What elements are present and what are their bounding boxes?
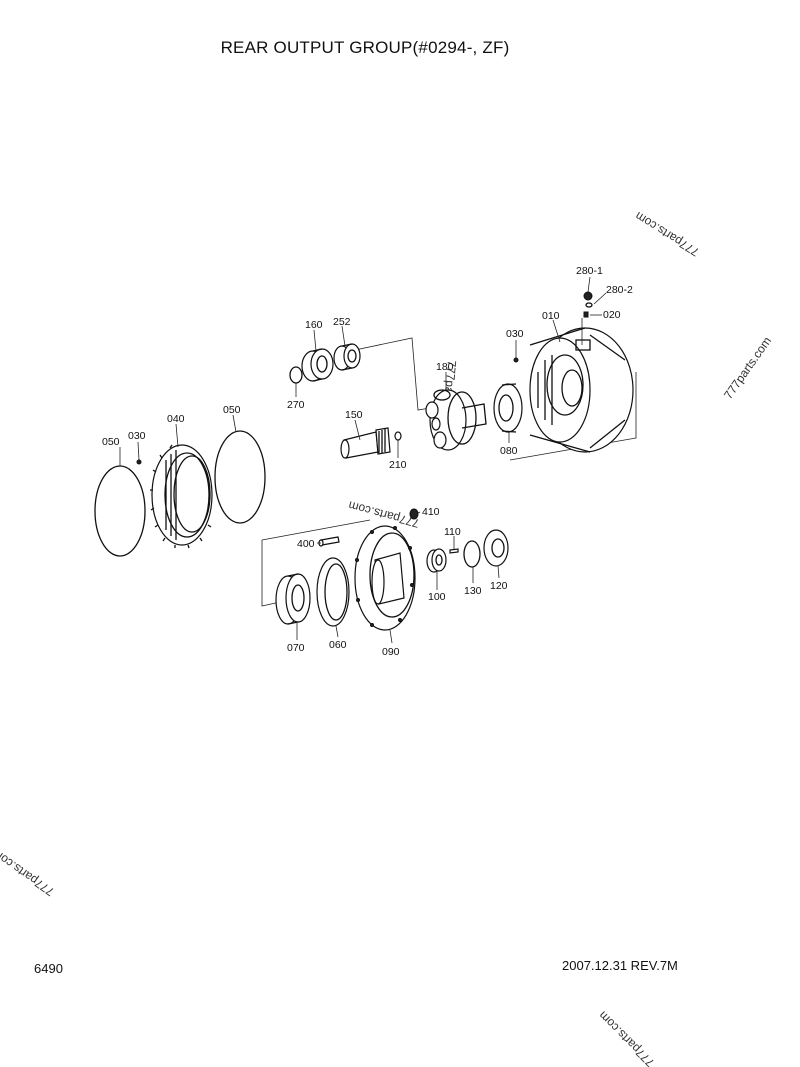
label-030-upper: 030: [506, 328, 524, 340]
label-252: 252: [333, 316, 351, 328]
revision-date: 2007.12.31 REV.7M: [562, 958, 678, 973]
watermark-top-right: 777parts.com: [633, 209, 702, 259]
label-410: 410: [422, 506, 440, 518]
label-020: 020: [603, 309, 621, 321]
label-060: 060: [329, 639, 347, 651]
label-010: 010: [542, 310, 560, 322]
bracket-line-upper: [354, 337, 431, 411]
part-120-seal: [483, 529, 509, 567]
leader-lines: [119, 276, 607, 644]
part-252-bushing: [333, 343, 361, 371]
label-080: 080: [500, 445, 518, 457]
label-050-right: 050: [223, 404, 241, 416]
label-070: 070: [287, 642, 305, 654]
part-030-dot-left: [136, 459, 142, 465]
part-020-vent: [581, 311, 589, 345]
label-210: 210: [389, 459, 407, 471]
part-270-snap-ring: [289, 366, 303, 384]
label-030-left: 030: [128, 430, 146, 442]
watermark-left: 777parts.com: [0, 846, 57, 899]
part-130-o-ring: [463, 540, 481, 568]
label-280-1: 280-1: [576, 265, 603, 277]
part-060-seal: [316, 557, 350, 627]
watermark-bottom: 777parts.com: [596, 1008, 657, 1067]
part-090-output-flange: [354, 525, 416, 631]
part-050-o-ring-left: [94, 465, 146, 557]
part-150-shaft: [340, 427, 391, 459]
part-110-pin: [449, 548, 459, 554]
watermark-right: 777parts.com: [721, 334, 774, 402]
page-code: 6490: [34, 961, 63, 976]
label-120: 120: [490, 580, 508, 592]
part-400-bolt: [318, 536, 340, 547]
axis-line-lower: [261, 519, 371, 541]
page-title: REAR OUTPUT GROUP(#0294-, ZF): [220, 38, 510, 57]
part-050-o-ring-right: [214, 430, 266, 524]
label-400: 400: [297, 538, 315, 550]
label-160: 160: [305, 319, 323, 331]
part-180-carrier: [425, 389, 487, 451]
part-410-nut: [409, 508, 419, 520]
part-160-bearing: [301, 348, 334, 382]
part-010-housing: [529, 327, 634, 453]
part-280-2-seal: [585, 302, 593, 308]
label-100: 100: [428, 591, 446, 603]
part-210-washer: [394, 431, 402, 441]
part-280-1-plug: [583, 291, 593, 301]
part-080-seal: [493, 383, 523, 433]
label-150: 150: [345, 409, 363, 421]
part-100-bearing: [426, 548, 447, 573]
label-050-left: 050: [102, 436, 120, 448]
label-040: 040: [167, 413, 185, 425]
bracket-line-right: [509, 372, 637, 461]
label-090: 090: [382, 646, 400, 658]
label-270: 270: [287, 399, 305, 411]
label-130: 130: [464, 585, 482, 597]
part-040-ring-gear: [150, 444, 213, 549]
part-030-dot-upper: [513, 357, 519, 363]
part-070-bearing: [275, 573, 311, 625]
bracket-line-lower: [261, 540, 281, 607]
label-110: 110: [444, 526, 461, 538]
label-280-2: 280-2: [606, 284, 633, 296]
label-180: 180: [436, 361, 454, 373]
